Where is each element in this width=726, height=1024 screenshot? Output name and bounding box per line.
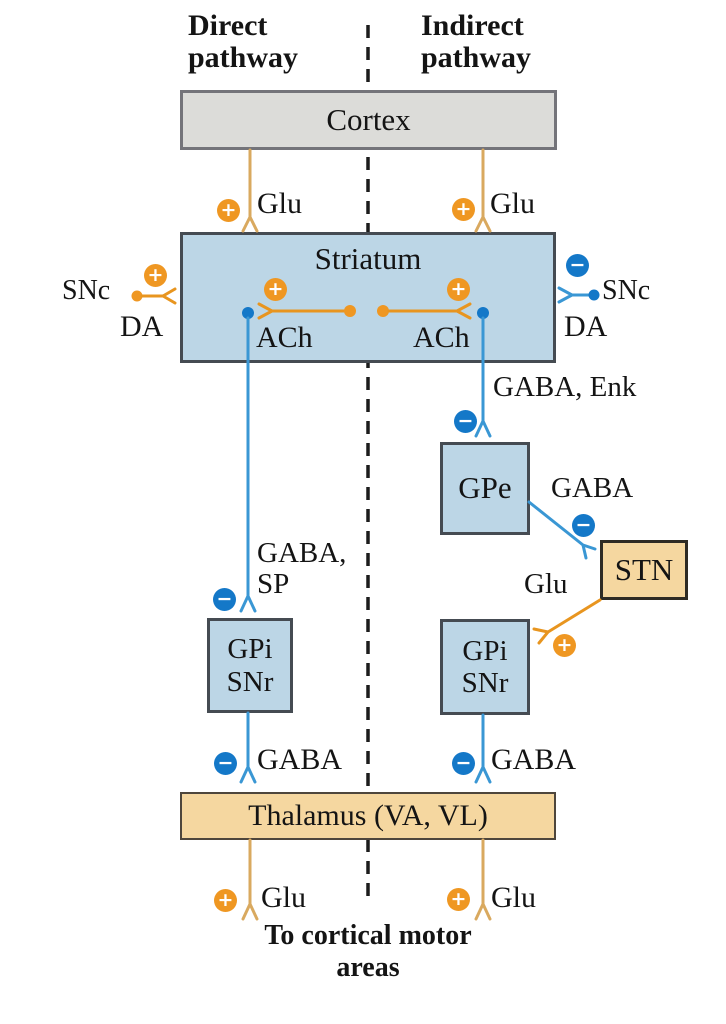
striatum-box: Striatum xyxy=(180,232,556,363)
footer-label: To cortical motor areas xyxy=(264,920,472,984)
gaba-label-thalamus-right: GABA xyxy=(491,743,577,776)
glu-label-cortex-left: Glu xyxy=(257,187,302,220)
excitatory-sign-icon: + xyxy=(452,198,475,221)
cortex-label: Cortex xyxy=(326,101,411,137)
da-label-right: DA xyxy=(564,310,608,343)
excitatory-sign-icon: + xyxy=(144,264,167,287)
direct-pathway-header: Direct pathway xyxy=(188,9,299,75)
excitatory-sign-icon: + xyxy=(553,634,576,657)
inhibitory-sign-icon: − xyxy=(214,752,237,775)
gaba-label-thalamus-left: GABA xyxy=(257,743,343,776)
glu-label-stn-gpi: Glu xyxy=(524,568,568,600)
snr-label: SNr xyxy=(226,665,274,698)
gaba-enk-label: GABA, Enk xyxy=(493,371,637,403)
gaba-label-gpe-stn: GABA xyxy=(551,472,634,504)
gpe-label: GPe xyxy=(458,470,512,506)
glu-label-thalamus-left: Glu xyxy=(261,881,306,914)
snr-label: SNr xyxy=(461,667,509,699)
stn-box: STN xyxy=(600,540,688,600)
gpi-label: GPi xyxy=(227,633,273,666)
gpi-snr-box-indirect: GPi SNr xyxy=(440,619,530,715)
cortex-box: Cortex xyxy=(180,90,557,150)
ach-label-left: ACh xyxy=(256,321,313,354)
gpi-label: GPi xyxy=(462,634,508,667)
thalamus-label: Thalamus (VA, VL) xyxy=(248,799,488,833)
ach-label-right: ACh xyxy=(413,321,470,354)
da-label-left: DA xyxy=(120,310,164,343)
inhibitory-sign-icon: − xyxy=(572,514,595,537)
thalamus-box: Thalamus (VA, VL) xyxy=(180,792,556,840)
gpi-snr-box-direct: GPi SNr xyxy=(207,618,293,713)
inhibitory-sign-icon: − xyxy=(213,588,236,611)
stn-label: STN xyxy=(614,551,674,587)
indirect-pathway-header: Indirect pathway xyxy=(421,9,532,75)
excitatory-sign-icon: + xyxy=(447,888,470,911)
excitatory-sign-icon: + xyxy=(447,278,470,301)
gaba-sp-line1: GABA, xyxy=(257,537,347,569)
snc-label-right: SNc xyxy=(602,275,651,306)
gpe-box: GPe xyxy=(440,442,530,535)
inhibitory-sign-icon: − xyxy=(452,752,475,775)
snc-label-left: SNc xyxy=(62,275,111,306)
striatum-label: Striatum xyxy=(314,241,422,276)
inhibitory-sign-icon: − xyxy=(566,254,589,277)
excitatory-sign-icon: + xyxy=(217,199,240,222)
excitatory-sign-icon: + xyxy=(214,889,237,912)
gaba-sp-label: GABA, SP xyxy=(257,537,347,601)
inhibitory-sign-icon: − xyxy=(454,410,477,433)
excitatory-sign-icon: + xyxy=(264,278,287,301)
gaba-sp-line2: SP xyxy=(257,568,290,601)
glu-label-thalamus-right: Glu xyxy=(491,881,536,914)
glu-label-cortex-right: Glu xyxy=(490,187,535,220)
